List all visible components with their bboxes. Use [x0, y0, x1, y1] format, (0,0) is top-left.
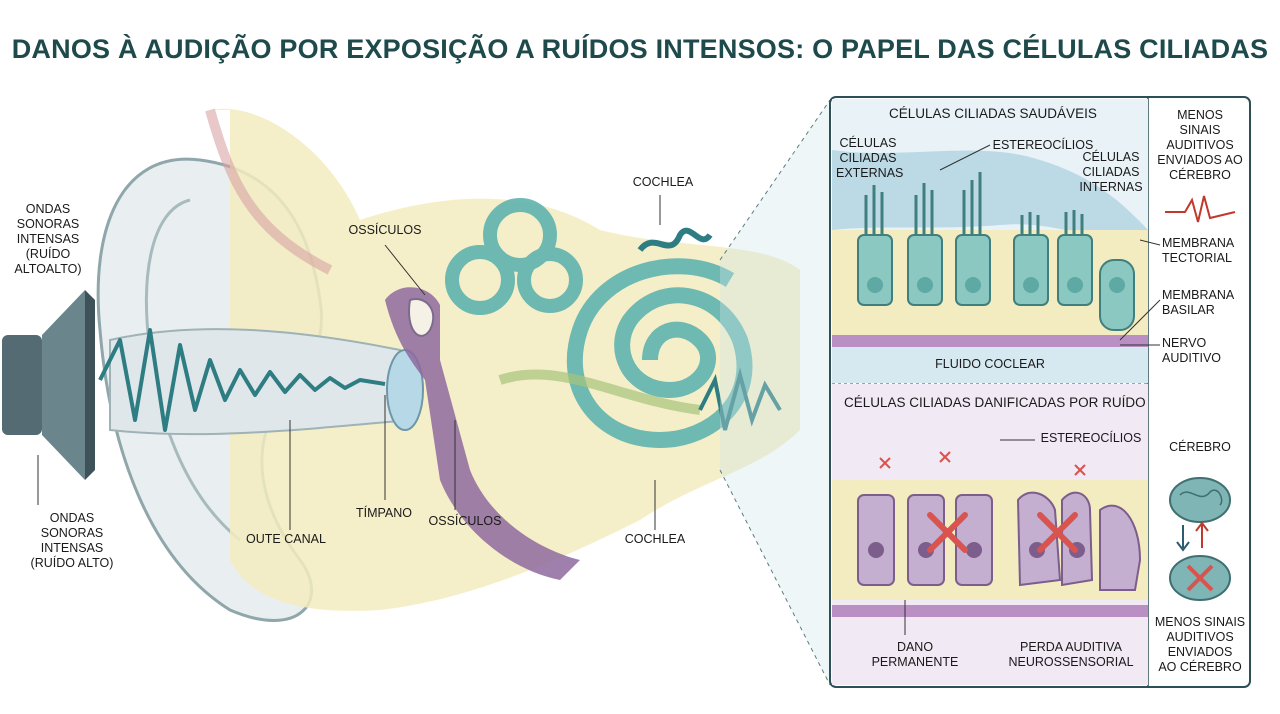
- weak-signal-icon: [1165, 195, 1236, 223]
- fewer-signals-label-top: MENOS SINAIS AUDITIVOS ENVIADOS AO CÉREB…: [1157, 108, 1243, 182]
- damaged-brain-icon: [1169, 555, 1231, 601]
- cochlea-label-bottom: COCHLEA: [624, 532, 686, 546]
- eardrum-label: TÍMPANO: [355, 506, 413, 520]
- healthy-panel-title: CÉLULAS CILIADAS SAUDÁVEIS: [889, 106, 1097, 121]
- speaker-icon: [2, 290, 95, 480]
- sound-waves-label-top: ONDAS SONORAS INTENSAS (RUÍDO ALTOALTO): [14, 202, 82, 276]
- sound-waves: [98, 328, 386, 432]
- auditory-nerve-label: NERVO AUDITIVO: [1162, 336, 1222, 365]
- outer-hair-cells-label: CÉLULAS CILIADAS EXTERNAS: [836, 136, 904, 180]
- healthy-hair-cells: [857, 234, 1135, 331]
- ossicles-label-bottom: OSSÍCULOS: [428, 514, 502, 528]
- ear-canal-label: OUTE CANAL: [246, 532, 326, 546]
- permanent-damage-label: DANO PERMANENTE: [871, 640, 959, 669]
- hearing-loss-label: PERDA AUDITIVA NEUROSSENSORIAL: [1008, 640, 1134, 669]
- cochlea-wave: [637, 227, 713, 253]
- fewer-signals-label-bottom: MENOS SINAIS AUDITIVOS ENVIADOS AO CÉREB…: [1154, 615, 1246, 674]
- cochlea: [566, 258, 753, 449]
- zoom-cone: [720, 100, 830, 685]
- stereocilia-label-healthy: ESTEREOCÍLIOS: [992, 138, 1094, 152]
- ossicles-label-top: OSSÍCULOS: [348, 223, 422, 237]
- brain-icon: [1169, 477, 1231, 523]
- cochlea-label-top: COCHLEA: [632, 175, 694, 189]
- ossicles: [385, 287, 580, 580]
- stereocilia-label-damaged: ESTEREOCÍLIOS: [1040, 431, 1142, 445]
- cochlear-fluid-label: FLUIDO COCLEAR: [935, 357, 1045, 371]
- brain-label: CÉREBRO: [1169, 440, 1231, 454]
- temporal-bone: [210, 108, 800, 611]
- semicircular-canals: [445, 198, 583, 315]
- inner-hair-cells-label: CÉLULAS CILIADAS INTERNAS: [1079, 150, 1143, 194]
- tectorial-membrane-label: MEMBRANA TECTORIAL: [1162, 236, 1235, 265]
- sound-waves-label-bottom: ONDAS SONORAS INTENSAS (RUÍDO ALTO): [30, 511, 114, 570]
- page-title: DANOS À AUDIÇÃO POR EXPOSIÇÃO A RUÍDOS I…: [11, 34, 1269, 64]
- damage-x-icon: [927, 512, 1078, 553]
- basilar-membrane-label: MEMBRANA BASILAR: [1162, 288, 1235, 317]
- damaged-panel-title: CÉLULAS CILIADAS DANIFICADAS POR RUÍDO: [844, 395, 1146, 410]
